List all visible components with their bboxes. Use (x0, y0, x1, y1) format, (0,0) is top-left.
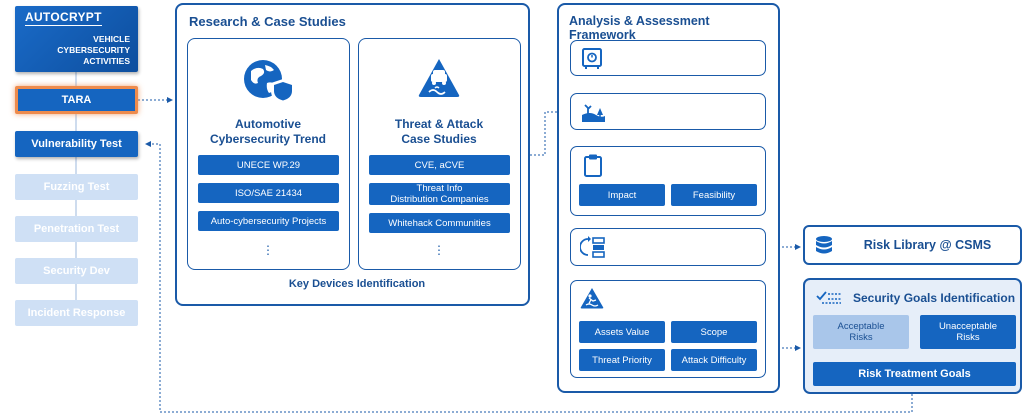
road-warning-icon (418, 59, 460, 97)
feasibility-chip: Feasibility (671, 184, 757, 206)
risk-library-box: Risk Library @ CSMS (803, 225, 1022, 265)
assets-value-chip: Assets Value (579, 321, 665, 343)
sidebar-item-security-dev[interactable]: Security Dev (15, 258, 138, 284)
trend-item-projects: Auto-cybersecurity Projects (198, 211, 339, 231)
security-goals-panel: Security Goals Identification Acceptable… (803, 278, 1022, 394)
safe-icon (582, 48, 602, 69)
risk-library-label: Risk Library @ CSMS (863, 238, 992, 252)
checklist-icon (816, 291, 841, 304)
analysis-step-asset (570, 40, 766, 76)
analysis-step-treatment: Assets Value Scope Threat Priority Attac… (570, 280, 766, 378)
database-icon (816, 236, 832, 254)
threat-card: Threat & Attack Case Studies CVE, aCVE T… (358, 38, 521, 270)
analysis-title: Analysis & Assessment Framework (569, 14, 710, 42)
sidebar-item-incident-response[interactable]: Incident Response (15, 300, 138, 326)
analysis-step-scenario (570, 93, 766, 130)
scope-chip: Scope (671, 321, 757, 343)
risk-treatment-goals-bar: Risk Treatment Goals (813, 362, 1016, 386)
trend-card: Automotive Cybersecurity Trend UNECE WP.… (187, 38, 350, 270)
threat-item-whitehack: Whitehack Communities (369, 213, 510, 233)
key-devices-label: Key Devices Identification (284, 278, 430, 290)
clipboard-icon (584, 154, 602, 177)
landscape-icon (582, 104, 605, 122)
sidebar-item-vulnerability-test[interactable]: Vulnerability Test (15, 131, 138, 157)
trend-item-unece: UNECE WP.29 (198, 155, 339, 175)
hazard-slip-icon (580, 288, 604, 309)
refresh-list-icon (580, 236, 605, 258)
threat-more-dots: ⋮ (433, 243, 445, 257)
threat-title: Threat & Attack Case Studies (394, 117, 484, 146)
sidebar-item-penetration-test[interactable]: Penetration Test (15, 216, 138, 242)
impact-chip: Impact (579, 184, 665, 206)
analysis-step-determination (570, 228, 766, 266)
trend-title: Automotive Cybersecurity Trend (209, 117, 327, 146)
acceptable-risks-box: Acceptable Risks (813, 315, 909, 349)
threat-item-cve: CVE, aCVE (369, 155, 510, 175)
trend-more-dots: ⋮ (262, 243, 274, 257)
sidebar-item-fuzzing-test[interactable]: Fuzzing Test (15, 174, 138, 200)
attack-difficulty-chip: Attack Difficulty (671, 349, 757, 371)
logo-caption: VEHICLE CYBERSECURITY ACTIVITIES (57, 34, 130, 66)
unacceptable-risks-box: Unacceptable Risks (920, 315, 1016, 349)
research-title: Research & Case Studies (189, 14, 346, 29)
threat-priority-chip: Threat Priority (579, 349, 665, 371)
globe-shield-icon (244, 60, 295, 103)
brand-logo: AUTOCRYPT (25, 10, 102, 26)
threat-item-distribution: Threat Info Distribution Companies (369, 183, 510, 205)
security-goals-title: Security Goals Identification (853, 291, 1016, 305)
logo-block: AUTOCRYPT VEHICLE CYBERSECURITY ACTIVITI… (15, 6, 138, 72)
trend-item-iso: ISO/SAE 21434 (198, 183, 339, 203)
sidebar-item-tara[interactable]: TARA (15, 86, 138, 114)
analysis-step-rating: Impact Feasibility (570, 146, 766, 216)
